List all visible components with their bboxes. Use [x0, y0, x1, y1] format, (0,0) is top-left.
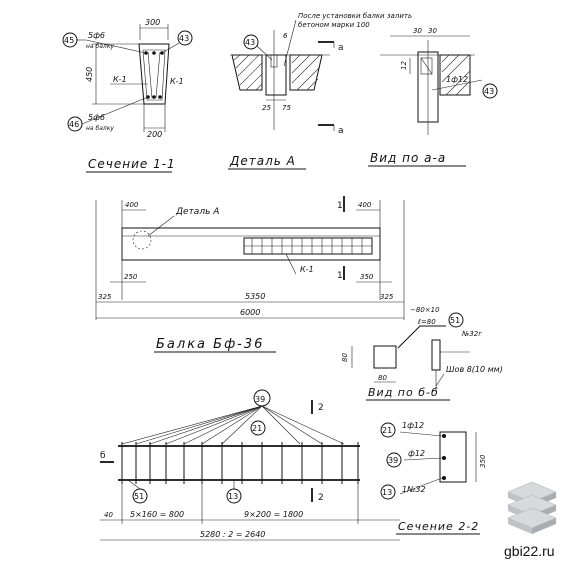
view-b-b-title: Вид по б-б	[368, 386, 439, 399]
frame-callout-21: 21	[252, 424, 262, 433]
section-1-1-rebar-bottom: 5ф6	[88, 113, 105, 122]
beam-dim-span: 5350	[245, 292, 265, 301]
beam-elevation: 400 400 Деталь А К-1 1 1 250	[95, 196, 405, 353]
frame-dim-total: 5280 : 2 = 2640	[200, 530, 265, 539]
view-a-a-callout-43: 43	[484, 87, 494, 96]
section-1-1-callout-45: 45	[64, 36, 74, 45]
detail-a-dim-6: 6	[283, 32, 288, 40]
view-b-b-spec1: −80×10	[410, 306, 440, 314]
detail-a: После установки балки залить бетоном мар…	[228, 12, 412, 170]
view-a-a-dim-30a: 30	[413, 27, 422, 35]
section-2-2-dim-height: 350	[479, 454, 487, 468]
beam-dim-left-325: 325	[98, 293, 112, 301]
detail-a-cut-a-top: а	[338, 43, 344, 53]
frame-callout-39: 39	[255, 395, 265, 404]
section-1-1-rebar-top-note: на балку	[86, 43, 114, 50]
section-2-2-callout-21: 21	[382, 426, 392, 435]
reinforcement-frame: 39 21 б 2 2 51 13	[100, 389, 400, 541]
detail-a-dim-25: 25	[262, 104, 271, 112]
frame-cut-b: б	[100, 451, 106, 461]
section-1-1-title: Сечение 1-1	[88, 157, 176, 171]
watermark-text[interactable]: gbi22.ru	[504, 543, 555, 559]
detail-a-note-line1: После установки балки залить	[298, 12, 412, 20]
view-b-b-spec3: №32г	[461, 330, 482, 338]
section-1-1-top-dim: 300	[145, 18, 160, 27]
section-1-1-bottom-dim: 200	[147, 130, 162, 139]
section-2-2-callout-13: 13	[382, 488, 392, 497]
section-2-2-rebar-top: 1ф12	[402, 421, 424, 430]
frame-cut-2-bottom: 2	[318, 493, 324, 503]
beam-dim-right-350: 350	[360, 273, 374, 281]
section-2-2: 350 21 1ф12 39 ф12 13 1№32 Сечение 2-2	[380, 421, 487, 535]
view-b-b: 80 80 −80×10 ℓ=80 51 №32г Шов 8(10 мм) В…	[341, 306, 503, 401]
frame-callout-51: 51	[134, 492, 144, 501]
beam-dim-right-top: 400	[358, 201, 372, 209]
frame-dim-mid: 9×200 = 1800	[244, 510, 303, 519]
frame-dim-40: 40	[104, 511, 113, 519]
view-a-a-dim-12: 12	[400, 61, 408, 70]
detail-a-callout-43: 43	[245, 38, 255, 47]
view-b-b-dim-80a: 80	[341, 353, 349, 362]
view-a-a-title: Вид по а-а	[370, 151, 446, 165]
section-1-1-frame-left: К-1	[113, 75, 127, 84]
view-b-b-weld: Шов 8(10 мм)	[446, 365, 503, 374]
view-a-a-dim-30b: 30	[428, 27, 437, 35]
beam-detail-label: Деталь А	[175, 207, 219, 217]
section-2-2-title: Сечение 2-2	[398, 520, 479, 533]
view-a-a: 30 30 12 1ф12 43 Вид по а-а	[368, 27, 498, 167]
view-b-b-dim-80b: 80	[378, 374, 387, 382]
section-1-1-callout-43: 43	[179, 34, 189, 43]
section-1-1-stirrup	[142, 49, 166, 101]
frame-leader-lines	[121, 405, 345, 445]
detail-a-title: Деталь А	[229, 154, 296, 168]
section-1-1-frame-right: К-1	[170, 77, 184, 86]
stacked-slabs-icon	[507, 481, 557, 534]
beam-section-mark-bottom: 1	[337, 271, 343, 281]
section-1-1: 300 450 200 45 5ф6 на балку 43 К-1 К-1 4…	[62, 18, 193, 173]
section-1-1-callout-46: 46	[69, 120, 79, 129]
beam-dim-right-325: 325	[380, 293, 394, 301]
beam-frame-label: К-1	[300, 265, 314, 274]
beam-section-mark-top: 1	[337, 201, 343, 211]
beam-dim-left-250: 250	[124, 273, 138, 281]
section-2-2-rebar-mid: ф12	[408, 449, 425, 458]
beam-dim-total: 6000	[240, 308, 260, 317]
detail-a-note-line2: бетоном марки 100	[298, 21, 370, 29]
view-b-b-callout-51: 51	[450, 316, 460, 325]
frame-dim-left: 5×160 = 800	[130, 510, 184, 519]
section-1-1-rebar-top: 5ф6	[88, 31, 105, 40]
section-2-2-rebar-bottom: 1№32	[402, 485, 426, 494]
beam-dim-left-top: 400	[125, 201, 139, 209]
section-1-1-height-dim: 450	[85, 67, 94, 82]
frame-cut-2-top: 2	[318, 403, 324, 413]
frame-callout-13: 13	[228, 492, 238, 501]
beam-title: Балка Бф-36	[156, 337, 264, 352]
detail-a-cut-a-bottom: а	[338, 126, 344, 136]
frame-vertical-bars	[121, 442, 359, 484]
beam-stirrups	[251, 238, 363, 254]
beam-outline	[121, 227, 381, 261]
view-b-b-spec2: ℓ=80	[417, 318, 436, 326]
section-2-2-callout-39: 39	[388, 456, 398, 465]
view-a-a-rebar: 1ф12	[446, 75, 468, 84]
section-1-1-rebar-bottom-note: на балку	[86, 125, 114, 132]
detail-a-dim-75: 75	[282, 104, 291, 112]
